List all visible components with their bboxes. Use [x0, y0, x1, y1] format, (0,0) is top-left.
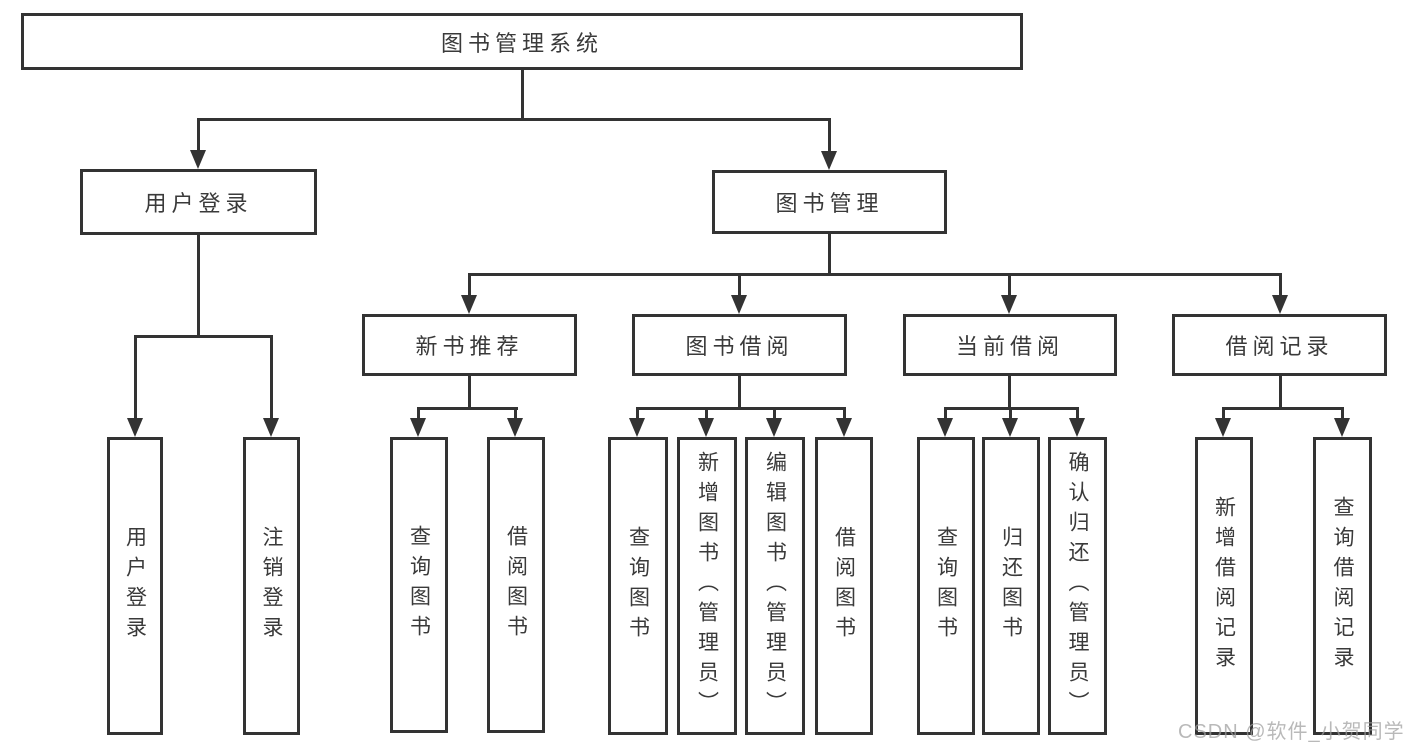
arrow-down-icon — [731, 295, 747, 314]
node-add-borrow-record: 新增借阅记录 — [1195, 437, 1253, 735]
node-label: 查询借阅记录 — [1331, 496, 1354, 676]
arrow-down-icon — [461, 295, 477, 314]
connector-line — [1008, 273, 1011, 297]
connector-line — [738, 273, 741, 297]
node-label: 新增借阅记录 — [1212, 496, 1236, 676]
connector-line — [197, 118, 200, 153]
node-label: 查询图书 — [934, 526, 958, 646]
arrow-down-icon — [1002, 418, 1018, 437]
arrow-down-icon — [1272, 295, 1288, 314]
arrow-down-icon — [190, 150, 206, 169]
arrow-down-icon — [1334, 418, 1350, 437]
connector-line — [1076, 407, 1079, 421]
node-label: 当前借阅 — [955, 334, 1064, 359]
connector-line — [1222, 407, 1225, 421]
connector-line — [521, 69, 524, 120]
arrow-down-icon — [1215, 418, 1231, 437]
connector-line — [828, 234, 831, 273]
node-borrow-books-2: 借阅图书 — [815, 437, 873, 735]
node-confirm-return-admin: 确认归还（管理员） — [1048, 437, 1107, 735]
connector-line — [1009, 407, 1012, 421]
arrow-down-icon — [836, 418, 852, 437]
connector-line — [944, 407, 947, 421]
arrow-down-icon — [263, 418, 279, 437]
connector-line — [468, 376, 471, 407]
node-label: 借阅记录 — [1225, 334, 1334, 359]
connector-line — [738, 376, 741, 407]
node-label: 查询图书 — [626, 526, 650, 646]
node-label: 新增图书（管理员） — [695, 451, 719, 721]
node-borrow-record: 借阅记录 — [1172, 314, 1387, 376]
node-label: 图书借阅 — [685, 334, 794, 359]
node-label: 编辑图书（管理员） — [763, 451, 787, 721]
node-query-books-2: 查询图书 — [608, 437, 668, 735]
node-label: 图书管理系统 — [440, 30, 603, 56]
connector-line — [468, 273, 471, 297]
node-query-books-1: 查询图书 — [390, 437, 448, 733]
arrow-down-icon — [937, 418, 953, 437]
connector-line — [417, 407, 518, 410]
connector-line — [705, 407, 708, 421]
connector-line — [197, 118, 831, 121]
connector-line — [1341, 407, 1344, 421]
arrow-down-icon — [410, 418, 426, 437]
node-borrow-books-1: 借阅图书 — [487, 437, 545, 733]
node-label: 借阅图书 — [504, 525, 528, 645]
node-label: 查询图书 — [407, 525, 431, 645]
node-query-borrow-record: 查询借阅记录 — [1313, 437, 1372, 735]
connector-line — [773, 407, 776, 421]
arrow-down-icon — [1069, 418, 1085, 437]
connector-line — [636, 407, 639, 421]
node-user-login-action: 用户登录 — [107, 437, 163, 735]
node-label: 注销登录 — [260, 526, 283, 646]
arrow-down-icon — [821, 151, 837, 170]
connector-line — [843, 407, 846, 421]
node-new-book-recommend: 新书推荐 — [362, 314, 577, 376]
arrow-down-icon — [766, 418, 782, 437]
connector-line — [197, 235, 200, 335]
arrow-down-icon — [629, 418, 645, 437]
csdn-watermark: CSDN @软件_小贺同学 — [1178, 721, 1405, 743]
connector-line — [468, 273, 1282, 276]
connector-line — [1222, 407, 1344, 410]
node-book-management: 图书管理 — [712, 170, 947, 234]
node-current-borrow: 当前借阅 — [903, 314, 1117, 376]
arrow-down-icon — [698, 418, 714, 437]
connector-line — [270, 335, 273, 419]
node-user-login: 用户登录 — [80, 169, 317, 235]
node-book-borrow: 图书借阅 — [632, 314, 847, 376]
node-label: 确认归还（管理员） — [1066, 451, 1089, 721]
node-label: 用户登录 — [123, 526, 147, 646]
connector-line — [828, 118, 831, 153]
node-edit-books-admin: 编辑图书（管理员） — [745, 437, 805, 735]
node-label: 用户登录 — [144, 191, 253, 216]
node-add-books-admin: 新增图书（管理员） — [677, 437, 737, 735]
connector-line — [1279, 376, 1282, 407]
connector-line — [417, 407, 420, 421]
arrow-down-icon — [1001, 295, 1017, 314]
connector-line — [134, 335, 273, 338]
connector-line — [1008, 376, 1011, 407]
node-label: 归还图书 — [999, 526, 1023, 646]
node-label: 新书推荐 — [415, 334, 524, 359]
node-label: 借阅图书 — [832, 526, 856, 646]
connector-line — [514, 407, 517, 421]
arrow-down-icon — [127, 418, 143, 437]
node-query-books-3: 查询图书 — [917, 437, 975, 735]
arrow-down-icon — [507, 418, 523, 437]
node-label: 图书管理 — [775, 191, 884, 216]
connector-line — [1279, 273, 1282, 297]
node-logout-action: 注销登录 — [243, 437, 300, 735]
node-library-management-system: 图书管理系统 — [21, 13, 1023, 70]
connector-line — [636, 407, 846, 410]
node-return-books: 归还图书 — [982, 437, 1040, 735]
connector-line — [134, 335, 137, 419]
